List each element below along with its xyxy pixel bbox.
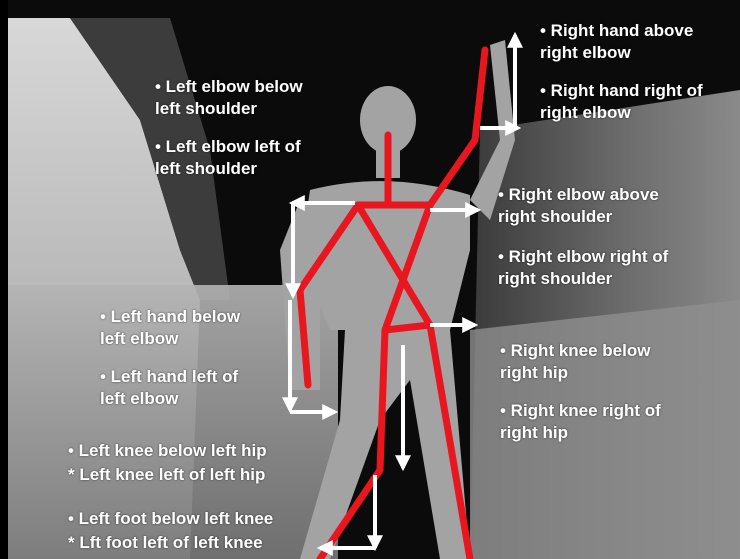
- caption-left-knee-left: * Left knee left of left hip: [68, 464, 265, 486]
- caption-left-foot-left: * Lft foot left of left knee: [68, 532, 263, 554]
- caption-left-foot-below: • Left foot below left knee: [68, 508, 273, 530]
- caption-left-knee-below: • Left knee below left hip: [68, 440, 267, 462]
- black-border: [0, 0, 8, 559]
